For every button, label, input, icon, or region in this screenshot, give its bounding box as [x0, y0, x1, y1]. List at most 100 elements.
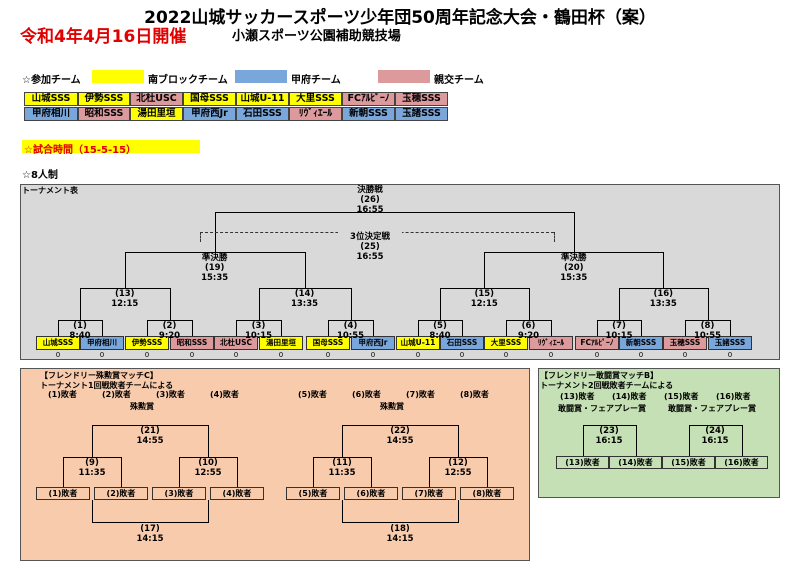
- bracket-line: [484, 252, 665, 253]
- bracket-line: [258, 300, 260, 320]
- bracket-line: [688, 425, 690, 456]
- team-cell: 甲府相川: [24, 107, 78, 121]
- page-title: 2022山城サッカースポーツ少年団50周年記念大会・鶴田杯（案）: [144, 8, 656, 28]
- team-cell: 山城SSS: [24, 92, 78, 106]
- bracket-line: [707, 288, 709, 300]
- score: 0: [638, 351, 644, 359]
- bracket-team-slot: 昭和SSS: [170, 336, 214, 350]
- score: 0: [278, 351, 284, 359]
- match-label: (11) 11:35: [328, 458, 356, 478]
- bracket-line: [58, 320, 59, 336]
- team-cell: 山城U-11: [236, 92, 289, 106]
- award-label: 敢闘賞・フェアプレー賞: [668, 404, 756, 413]
- team-cell: 玉諸SSS: [395, 107, 448, 121]
- bracket-slot: (7)敗者: [402, 487, 456, 500]
- loser-label: (14)敗者: [612, 392, 647, 401]
- legend-kofu: 甲府チーム: [291, 75, 341, 86]
- friendly-b-subtitle: トーナメント2回戦敗者チームによる: [540, 381, 674, 390]
- match-label: (7) 10:15: [605, 321, 633, 341]
- team-cell: ﾘｳﾞｨｴｰﾙ: [289, 107, 342, 121]
- match-label: (3) 10:15: [244, 321, 273, 341]
- bracket-line: [313, 457, 314, 487]
- bracket-line: [124, 252, 126, 288]
- bracket-line: [92, 425, 209, 426]
- bracket-team-slot: ﾘｳﾞｨｴｰﾙ: [529, 336, 573, 350]
- award-label: 殊勲賞: [130, 402, 154, 411]
- match-label: (8) 10:55: [693, 321, 722, 341]
- bracket-team-slot: 石田SSS: [440, 336, 484, 350]
- bracket-line: [484, 252, 486, 288]
- bracket-slot: (5)敗者: [286, 487, 340, 500]
- bracket-line: [179, 457, 180, 487]
- bracket-line: [258, 288, 352, 289]
- bracket-line: [741, 425, 743, 456]
- bracket-line: [304, 252, 306, 288]
- match-label: 3位決定戦 (25) 16:55: [338, 232, 402, 262]
- bracket-line: [685, 320, 686, 336]
- bracket-line: [582, 425, 584, 456]
- loser-label: (8)敗者: [460, 390, 489, 399]
- score: 0: [99, 351, 105, 359]
- match-label: (22) 14:55: [386, 426, 414, 446]
- team-cell: 新朝SSS: [342, 107, 395, 121]
- bracket-team-slot: 山城SSS: [36, 336, 80, 350]
- score: 0: [55, 351, 61, 359]
- bracket-line: [528, 300, 530, 320]
- bracket-line: [258, 288, 260, 300]
- bracket-slot: (6)敗者: [344, 487, 398, 500]
- bracket-team-slot: 伊勢SSS: [125, 336, 169, 350]
- bracket-line: [440, 300, 441, 320]
- bracket-line: [169, 300, 171, 320]
- match-label: (2) 9:20: [158, 321, 181, 341]
- loser-label: (13)敗者: [560, 392, 595, 401]
- match-label: (12) 12:55: [444, 458, 472, 478]
- bracket-line: [342, 425, 343, 457]
- legend-south: 南ブロックチーム: [148, 75, 228, 86]
- bracket-line: [63, 457, 122, 458]
- bracket-line: [58, 320, 103, 321]
- match-label: (4) 10:55: [336, 321, 365, 341]
- bracket-line: [192, 320, 193, 336]
- bracket-slot: (16)敗者: [715, 456, 768, 469]
- format-label: ☆8人制: [22, 170, 58, 181]
- bracket-team-slot: 玉諸SSS: [708, 336, 752, 350]
- loser-label: (6)敗者: [352, 390, 381, 399]
- legend-swatch-south: [92, 70, 144, 83]
- bracket-team-slot: 大里SSS: [484, 336, 528, 350]
- legend-swatch-friendly: [378, 70, 430, 83]
- score: 0: [548, 351, 554, 359]
- match-label: 準決勝 (19) 15:35: [201, 253, 229, 283]
- bracket-line: [506, 320, 552, 321]
- bracket-line: [236, 320, 237, 336]
- bracket-slot: (15)敗者: [662, 456, 715, 469]
- team-cell: 国母SSS: [183, 92, 236, 106]
- bracket-line: [688, 425, 743, 426]
- team-cell: 石田SSS: [236, 107, 289, 121]
- bracket-line: [236, 320, 282, 321]
- score: 0: [189, 351, 195, 359]
- bracket-line: [328, 320, 374, 321]
- bracket-line: [458, 425, 459, 457]
- bracket-line: [429, 457, 430, 487]
- match-label: (10) 12:55: [194, 458, 222, 478]
- bracket-line: [619, 288, 709, 289]
- bracket-team-slot: FCｱﾙﾋﾟｰﾉ: [575, 336, 619, 350]
- bracket-slot: (14)敗者: [609, 456, 662, 469]
- bracket-line: [551, 320, 552, 336]
- score: 0: [325, 351, 331, 359]
- team-cell: 伊勢SSS: [78, 92, 130, 106]
- match-label: (6) 9:20: [517, 321, 540, 341]
- bracket-line: [147, 320, 148, 336]
- bracket-team-slot: 甲府相川: [80, 336, 124, 350]
- bracket-line: [208, 500, 209, 522]
- bracket-line: [121, 457, 122, 487]
- friendly-c-subtitle: トーナメント1回戦敗者チームによる: [40, 381, 174, 390]
- match-time: ☆試合時間（15-5-15）: [24, 145, 137, 156]
- loser-label: (3)敗者: [156, 390, 185, 399]
- bracket-line: [237, 457, 238, 487]
- bracket-line: [350, 288, 352, 300]
- loser-label: (16)敗者: [716, 392, 751, 401]
- bracket-slot: (4)敗者: [210, 487, 264, 500]
- bracket-team-slot: 甲府西Jr: [351, 336, 395, 350]
- legend-friendly: 親交チーム: [434, 75, 484, 86]
